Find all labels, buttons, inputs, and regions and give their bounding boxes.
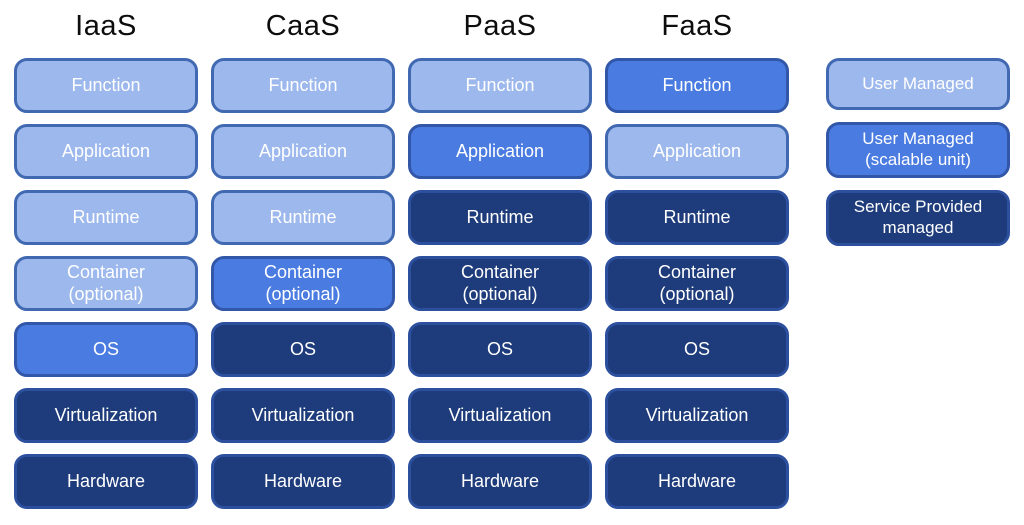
caas-layer-hardware: Hardware <box>211 454 395 509</box>
paas-layer-container: Container (optional) <box>408 256 592 311</box>
paas-layer-os: OS <box>408 322 592 377</box>
legend: User Managed User Managed (scalable unit… <box>826 58 1010 258</box>
caas-layer-os: OS <box>211 322 395 377</box>
iaas-layer-function: Function <box>14 58 198 113</box>
paas-layer-hardware: Hardware <box>408 454 592 509</box>
caas-layer-function: Function <box>211 58 395 113</box>
caas-layer-virtualization: Virtualization <box>211 388 395 443</box>
column-iaas: IaaS Function Application Runtime Contai… <box>14 0 198 520</box>
faas-layer-virtualization: Virtualization <box>605 388 789 443</box>
faas-layer-hardware: Hardware <box>605 454 789 509</box>
column-header-caas: CaaS <box>265 10 341 42</box>
service-model-columns: IaaS Function Application Runtime Contai… <box>14 0 802 520</box>
faas-layer-application: Application <box>605 124 789 179</box>
paas-layer-virtualization: Virtualization <box>408 388 592 443</box>
iaas-layer-hardware: Hardware <box>14 454 198 509</box>
faas-layer-os: OS <box>605 322 789 377</box>
legend-user-managed-scalable: User Managed (scalable unit) <box>826 122 1010 178</box>
faas-layer-function: Function <box>605 58 789 113</box>
caas-layer-container: Container (optional) <box>211 256 395 311</box>
column-header-faas: FaaS <box>661 10 733 42</box>
paas-layer-application: Application <box>408 124 592 179</box>
caas-layer-application: Application <box>211 124 395 179</box>
iaas-layer-virtualization: Virtualization <box>14 388 198 443</box>
column-faas: FaaS Function Application Runtime Contai… <box>605 0 789 520</box>
iaas-layer-os: OS <box>14 322 198 377</box>
faas-layer-container: Container (optional) <box>605 256 789 311</box>
column-header-iaas: IaaS <box>75 10 137 42</box>
iaas-layer-container: Container (optional) <box>14 256 198 311</box>
faas-layer-runtime: Runtime <box>605 190 789 245</box>
iaas-layer-application: Application <box>14 124 198 179</box>
paas-layer-function: Function <box>408 58 592 113</box>
caas-layer-runtime: Runtime <box>211 190 395 245</box>
legend-service-provider-managed: Service Provided managed <box>826 190 1010 246</box>
legend-user-managed: User Managed <box>826 58 1010 110</box>
iaas-layer-runtime: Runtime <box>14 190 198 245</box>
paas-layer-runtime: Runtime <box>408 190 592 245</box>
column-paas: PaaS Function Application Runtime Contai… <box>408 0 592 520</box>
column-caas: CaaS Function Application Runtime Contai… <box>211 0 395 520</box>
column-header-paas: PaaS <box>463 10 537 42</box>
